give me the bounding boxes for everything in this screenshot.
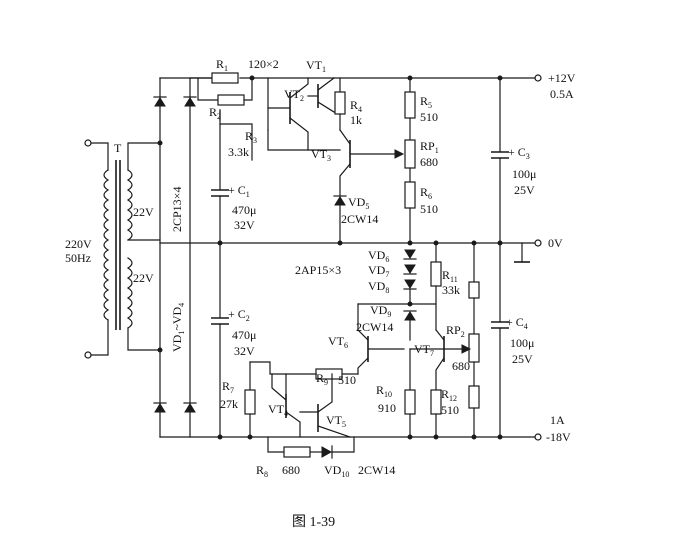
label-vd-group: 2AP15×3: [295, 263, 341, 277]
secondary-lower-voltage-label: 22V: [133, 271, 154, 285]
output-pos-current: 0.5A: [550, 87, 574, 101]
output-pos-voltage: +12V: [548, 71, 576, 85]
label-vd8: VD8: [368, 279, 389, 295]
output-neg-current: 1A: [550, 413, 565, 427]
label-rp1: RP1: [420, 139, 439, 155]
primary-voltage-label: 220V: [65, 237, 92, 251]
label-r7: R7: [222, 379, 234, 395]
label-vt4: VT4: [268, 402, 288, 418]
label-r9: R9: [316, 371, 328, 387]
label-vd7: VD7: [368, 263, 389, 279]
bridge-upper-label: 2CP13×4: [170, 187, 184, 232]
label-vt1: VT1: [306, 58, 326, 74]
label-r6-value: 510: [420, 202, 438, 216]
bridge-rectifier: [153, 77, 197, 438]
secondary-upper-voltage-label: 22V: [133, 205, 154, 219]
transformer: [84, 139, 161, 359]
label-c2-volt: 32V: [234, 344, 255, 358]
label-r10: R10: [376, 383, 392, 399]
label-r3-value: 3.3k: [228, 145, 249, 159]
label-c3: + C3: [508, 145, 530, 161]
label-c4-volt: 25V: [512, 352, 533, 366]
label-c4: + C4: [506, 315, 528, 331]
negative-regulator: [211, 240, 509, 459]
label-r5-value: 510: [420, 110, 438, 124]
label-r12-value: 510: [441, 403, 459, 417]
output-neg-voltage: -18V: [546, 430, 571, 444]
label-vd10-value: 2CW14: [358, 463, 395, 477]
label-c1-cap: 470μ: [232, 203, 256, 217]
transformer-label: T: [114, 141, 122, 155]
label-r9-value: 510: [338, 373, 356, 387]
label-r4-value: 1k: [350, 113, 362, 127]
label-vd5-value: 2CW14: [341, 212, 378, 226]
label-vt7: VT7: [414, 342, 434, 358]
label-r11: R11: [442, 268, 458, 284]
label-vd9: VD9: [370, 303, 391, 319]
bridge-lower-label: VD1~VD4: [170, 303, 186, 352]
label-r4: R4: [350, 98, 362, 114]
label-rp2: RP2: [446, 323, 465, 339]
label-vd6: VD6: [368, 248, 389, 264]
label-r12-value: 120×2: [248, 57, 279, 71]
label-vd10: VD10: [324, 463, 349, 479]
label-r3: R3: [245, 129, 257, 145]
primary-frequency-label: 50Hz: [65, 251, 91, 265]
label-vt3: VT3: [311, 147, 331, 163]
label-c1: + C1: [228, 183, 250, 199]
label-vd5: VD5: [348, 195, 369, 211]
label-c4-cap: 100μ: [510, 336, 534, 350]
label-c2-cap: 470μ: [232, 328, 256, 342]
label-r2: R2: [209, 105, 221, 121]
label-r11-value: 33k: [442, 283, 460, 297]
label-vt2: VT2: [284, 87, 304, 103]
label-c3-volt: 25V: [514, 183, 535, 197]
label-r12: R12: [441, 387, 457, 403]
label-r7-value: 27k: [220, 397, 238, 411]
label-vd9-value: 2CW14: [356, 320, 393, 334]
label-r10-value: 910: [378, 401, 396, 415]
label-r6: R6: [420, 185, 432, 201]
label-r1: R1: [216, 57, 228, 73]
label-vt6: VT6: [328, 334, 348, 350]
label-c1-volt: 32V: [234, 218, 255, 232]
label-rp2-value: 680: [452, 359, 470, 373]
label-vt5: VT5: [326, 413, 346, 429]
label-r5: R5: [420, 94, 432, 110]
label-c2: + C2: [228, 307, 250, 323]
figure-caption: 图 1-39: [292, 515, 335, 530]
output-zero-voltage: 0V: [548, 236, 563, 250]
label-rp1-value: 680: [420, 155, 438, 169]
label-r8: R8: [256, 463, 268, 479]
label-r8-value: 680: [282, 463, 300, 477]
label-c3-cap: 100μ: [512, 167, 536, 181]
positive-regulator: [189, 72, 509, 246]
